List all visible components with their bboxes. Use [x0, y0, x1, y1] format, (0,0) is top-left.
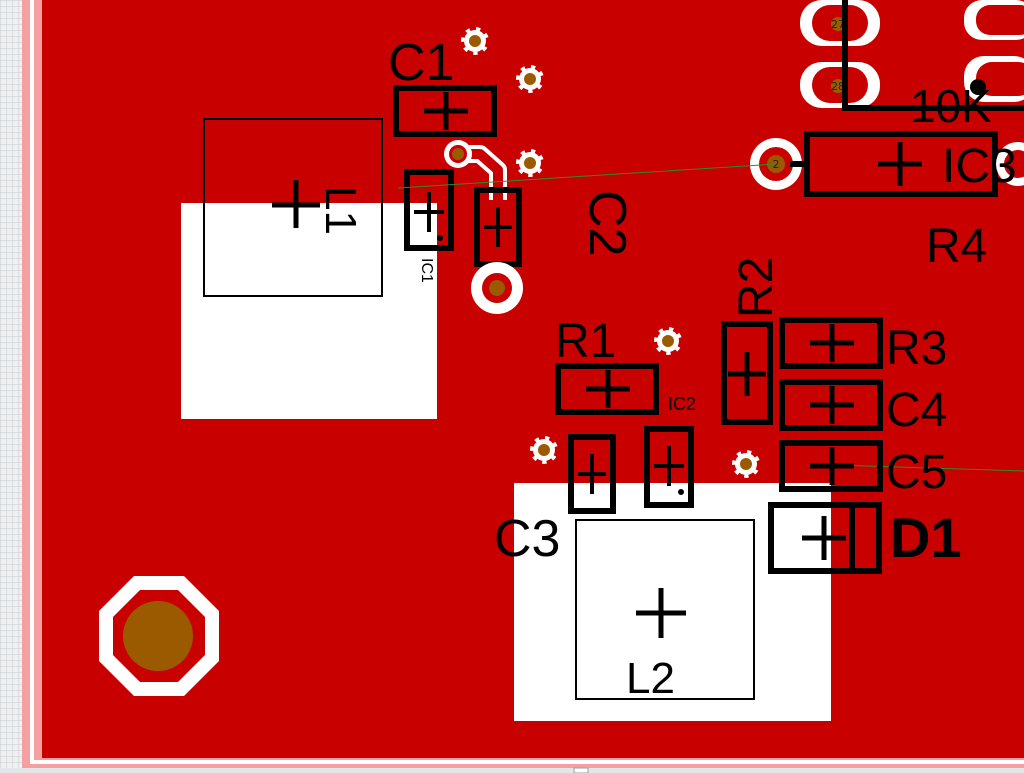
- component-r1[interactable]: [555, 363, 659, 415]
- bottom-scroll-strip[interactable]: [0, 768, 1024, 773]
- c3-pad-body: [568, 434, 616, 514]
- component-r3[interactable]: [779, 317, 883, 369]
- r1-body: [555, 363, 659, 415]
- via-1[interactable]: [458, 24, 492, 58]
- r3-body: [779, 317, 883, 369]
- pin-label-27: 27: [831, 18, 845, 31]
- ratsnest-line-2: [834, 464, 1024, 472]
- ic2-label: IC2: [668, 394, 696, 414]
- via-4[interactable]: [651, 324, 685, 358]
- r4-label: R4: [926, 220, 987, 273]
- ic1-pin1-dot: [437, 235, 443, 241]
- component-ic2[interactable]: [644, 426, 694, 508]
- ic1-body: [404, 169, 454, 251]
- mounting-hole-drill: [123, 601, 193, 671]
- c5-label: C5: [886, 446, 947, 499]
- c1-label: C1: [388, 34, 454, 92]
- via-2[interactable]: [513, 62, 547, 96]
- keepout-area-2: [514, 483, 831, 721]
- ic1-label: IC1: [418, 258, 435, 283]
- drill-c2-bottom: [489, 280, 505, 296]
- l2-label: L2: [626, 654, 675, 703]
- d1-label: D1: [890, 506, 962, 569]
- component-c4[interactable]: [779, 379, 883, 431]
- ic3-outline: [842, 0, 1024, 111]
- r1-label: R1: [555, 315, 616, 368]
- r4-value-label: 10K: [910, 80, 992, 132]
- keepout-area-1: [181, 203, 437, 419]
- drill-c2-top: [452, 148, 464, 160]
- component-l1[interactable]: L1: [203, 118, 383, 297]
- component-l2[interactable]: L2: [575, 519, 755, 703]
- l2-body: [575, 519, 755, 700]
- c5-body: [779, 440, 883, 492]
- pin1-marker: [970, 79, 986, 95]
- connector-pad-right-2-inner: [976, 62, 1024, 96]
- ratsnest-line-1: [397, 163, 777, 189]
- component-c5[interactable]: [779, 440, 883, 492]
- drill-28: [831, 79, 845, 93]
- pin-label-28: 28: [831, 80, 845, 93]
- via-6[interactable]: [729, 447, 763, 481]
- r4-pad-right-inner: [1004, 150, 1024, 178]
- r3-label: R3: [886, 322, 947, 375]
- c2-label: C2: [578, 190, 636, 256]
- component-r4[interactable]: 2: [750, 131, 1024, 197]
- c4-body: [779, 379, 883, 431]
- r2-body: [721, 321, 773, 425]
- component-c3-pad[interactable]: [568, 434, 616, 514]
- via-5[interactable]: [527, 433, 561, 467]
- component-ic1[interactable]: IC1: [404, 169, 454, 283]
- ic2-pin1-dot: [678, 489, 684, 495]
- bottom-scroll-thumb[interactable]: [573, 767, 589, 773]
- mounting-hole[interactable]: [99, 576, 219, 696]
- c3-label: C3: [494, 510, 560, 568]
- via-3[interactable]: [513, 146, 547, 180]
- component-d1[interactable]: [768, 502, 882, 574]
- d1-body: [768, 502, 882, 574]
- component-c1[interactable]: [393, 85, 497, 137]
- component-r2[interactable]: R2: [721, 257, 783, 425]
- ic3-label: IC3: [942, 140, 1017, 193]
- drill-27: [831, 17, 845, 31]
- l1-label: L1: [316, 186, 365, 235]
- connector-pad-right-inner: [976, 5, 1024, 35]
- ic2-body: [644, 426, 694, 508]
- c1-body: [393, 85, 497, 137]
- r2-label: R2: [730, 257, 783, 318]
- c4-label: C4: [886, 384, 947, 437]
- connector-top-right[interactable]: 27 28: [800, 0, 1024, 111]
- l1-body: [203, 118, 383, 297]
